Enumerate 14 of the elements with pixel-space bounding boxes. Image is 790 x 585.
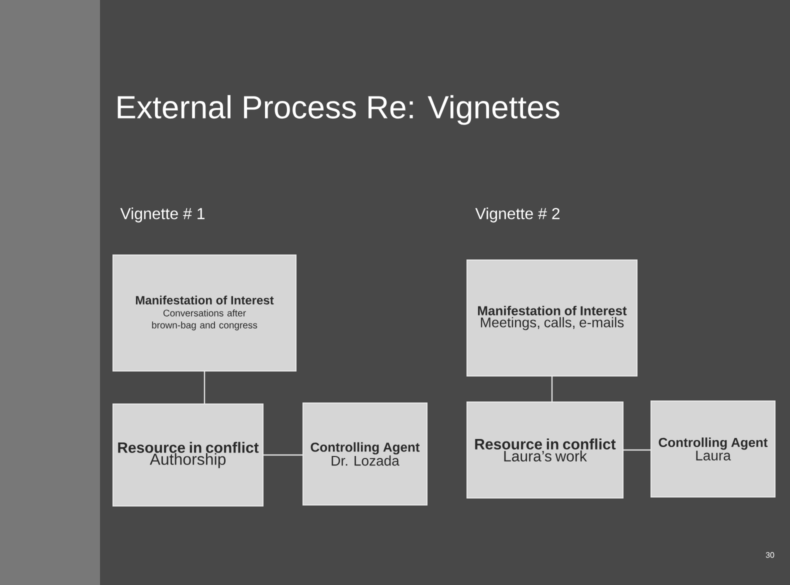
text-box: Controlling Agent Dr. Lozada xyxy=(302,402,428,506)
text-box: Manifestation of Interest Conversations after brown-bag and congress xyxy=(112,254,296,372)
slide-number: 30 xyxy=(766,552,774,558)
text-box: Resource in conflict Authorship xyxy=(112,403,264,506)
text-box: Manifestation of Interest Meetings, calls, e-mails xyxy=(466,259,638,376)
title: External Process Re: Vignettes xyxy=(118,95,560,125)
connector-line xyxy=(264,454,302,456)
connector-line xyxy=(204,371,206,404)
text-box: Resource in conflict Laura’s work xyxy=(466,401,624,498)
vignette-heading: Vignette # 2 xyxy=(475,208,560,222)
connector-line xyxy=(551,376,553,402)
connector-line xyxy=(624,449,650,451)
vignette-heading: Vignette # 1 xyxy=(120,208,204,222)
text-box: Controlling Agent Laura xyxy=(650,400,776,498)
